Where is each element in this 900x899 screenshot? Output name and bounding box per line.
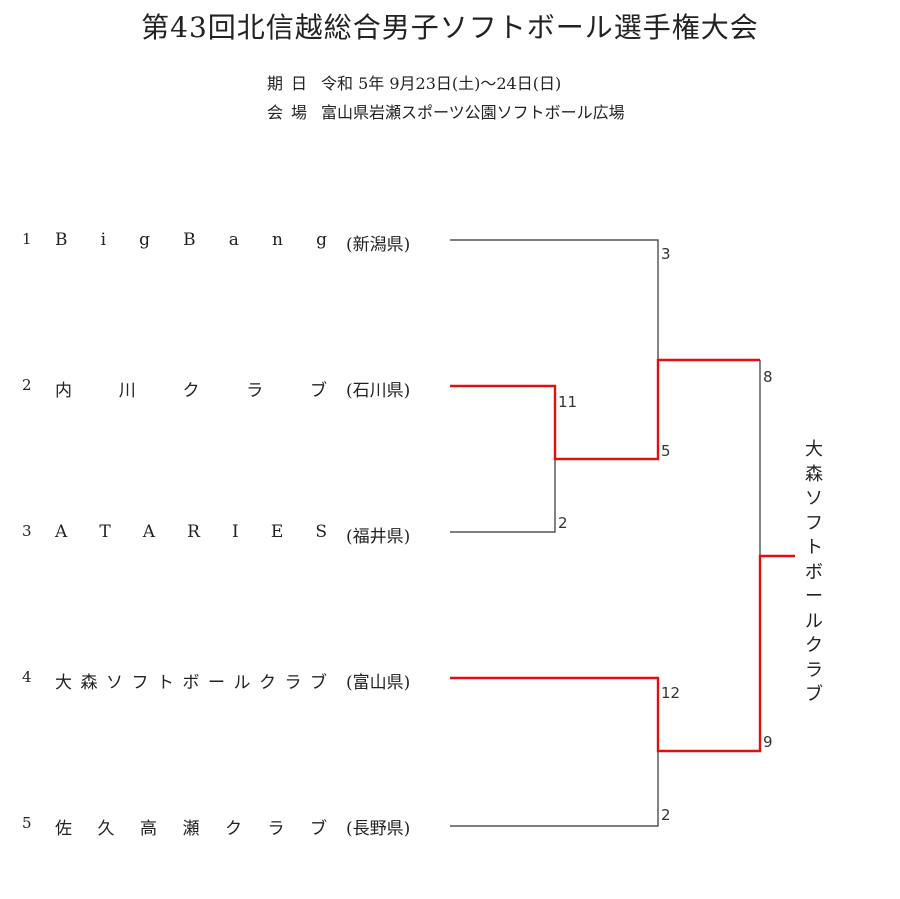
team-name-char: ル [233,673,251,693]
team-name-char: S [315,522,327,542]
venue-value: 富山県岩瀬スポーツ公園ソフトボール広場 [321,103,625,122]
team-name-char: B [183,230,196,250]
date-value: 令和 5年 9月23日(土)〜24日(日) [321,74,562,93]
score-sf1-bottom: 5 [661,442,671,460]
team-name-char: A [55,522,68,542]
score-final-top: 8 [763,368,773,386]
team-name-char: g [316,230,327,250]
team-name: 佐久高瀬クラブ [55,814,327,839]
team-name-char: T [99,522,111,542]
team-prefecture: (石川県) [346,381,411,401]
score-sf1-top: 3 [661,245,671,263]
team-seed: 1 [22,230,32,248]
bracket-line-team1 [450,239,659,360]
team-name-char: 森 [80,673,98,693]
winning-path-omori [450,554,795,753]
score-sf2-top: 12 [661,684,680,702]
team-prefecture: (新潟県) [346,235,411,255]
team-prefecture: (福井県) [346,527,411,547]
team-name-char: a [228,230,239,250]
team-prefecture: (長野県) [346,819,411,839]
team-name-char: n [272,230,283,250]
winning-path-uchikawa [450,358,760,461]
team-name-char: 瀬 [182,819,200,839]
team-name-char: 川 [118,381,136,401]
team-seed: 2 [22,376,32,394]
date-row: 期日令和 5年 9月23日(土)〜24日(日) [267,70,561,94]
team-prefecture: (富山県) [346,673,411,693]
team-name-char: R [187,522,200,542]
team-name-char: ク [259,673,276,693]
team-name-char: フ [131,673,149,693]
champion-name: 大森ソフトボールクラブ [805,439,823,705]
team-name-char: ソ [106,673,123,693]
date-label: 期日 [267,74,316,93]
team-name-char: 高 [140,819,157,839]
venue-row: 会場富山県岩瀬スポーツ公園ソフトボール広場 [267,99,625,123]
team-name-char: 大 [55,673,72,693]
team-name-char: g [139,230,151,250]
team-name-char: ク [225,819,242,839]
team-seed: 3 [22,522,32,540]
score-sf2-bottom: 2 [661,806,671,824]
team-name-char: I [232,522,239,542]
team-name-char: E [270,522,284,542]
team-name-char: 内 [55,381,72,401]
score-final-bottom: 9 [763,733,773,751]
team-name-char: 久 [97,819,115,839]
venue-label: 会場 [267,103,316,122]
team-name-char: 佐 [55,819,72,839]
team-name-char: ブ [310,819,327,839]
team-seed: 4 [22,668,32,686]
team-name-char: ク [182,381,200,401]
team-name-char: ー [208,673,225,693]
team-name-char: ト [157,673,174,693]
team-name-char: i [100,230,107,250]
team-name: 内川クラブ [55,376,327,401]
team-name-char: ボ [182,673,200,693]
score-r1-top: 11 [558,393,577,411]
team-name-char: ブ [310,673,327,693]
bracket-line-team5 [450,751,659,827]
team-name-char: B [55,230,68,250]
score-r1-bottom: 2 [558,514,568,532]
team-name: 大森ソフトボールクラブ [55,668,327,693]
team-name-char: ラ [284,673,302,693]
team-seed: 5 [22,814,32,832]
team-name-char: ラ [267,819,285,839]
page-title: 第43回北信越総合男子ソフトボール選手権大会 [141,11,759,44]
bracket-line-team3 [450,459,556,533]
team-name-char: A [142,522,156,542]
team-name-char: ラ [246,381,264,401]
team-name-char: ブ [310,381,327,401]
